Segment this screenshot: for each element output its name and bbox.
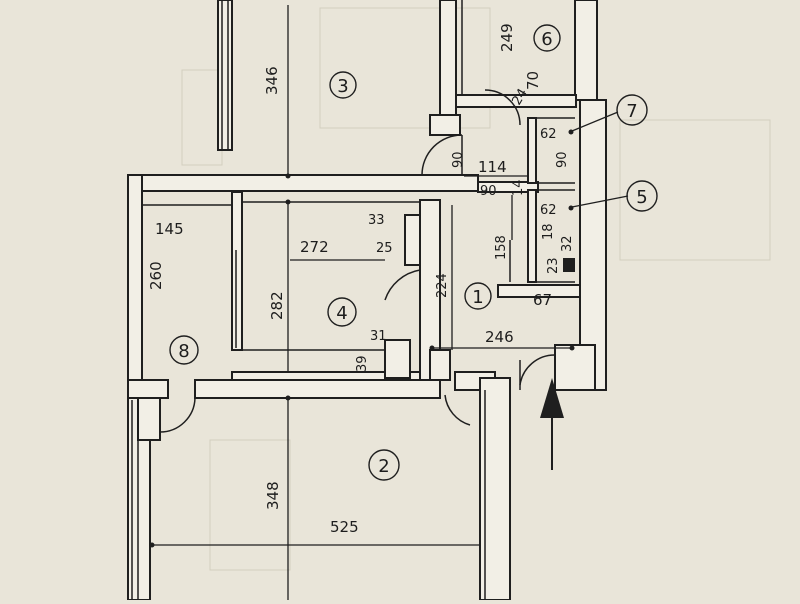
dim-label-23: 23 (546, 257, 561, 274)
dim-label-348: 348 (264, 481, 282, 510)
entrance-arrow-icon (540, 378, 564, 470)
dimension-labels: 346 249 70 24 62 90 114 90 90 14 62 145 … (147, 23, 575, 536)
wall-segment (527, 117, 537, 184)
room-8-circle (169, 335, 199, 365)
room-number-7: 7 (626, 101, 637, 122)
dim-label-525: 525 (330, 518, 359, 536)
dim-label-25: 25 (376, 241, 393, 256)
dim-label-346: 346 (263, 66, 281, 95)
room-number-1: 1 (472, 287, 483, 308)
wall-segment (497, 284, 581, 298)
room-number-5: 5 (636, 187, 647, 208)
dim-label-90-b: 90 (555, 151, 570, 168)
dim-label-62-mid: 62 (540, 203, 557, 218)
dim-label-31: 31 (370, 329, 387, 344)
background-artifacts (181, 7, 771, 571)
door-swing (484, 89, 521, 126)
door-swing (159, 397, 196, 433)
dim-label-67: 67 (533, 291, 552, 309)
dim-label-24: 24 (509, 86, 530, 108)
wall-segment (439, 0, 457, 116)
wall-segment (554, 344, 596, 391)
room-7-circle (616, 94, 648, 126)
walls (127, 0, 607, 601)
wall-segment (127, 379, 169, 399)
room-5-circle (626, 180, 658, 212)
room-number-8: 8 (178, 341, 189, 362)
dim-label-32: 32 (560, 235, 575, 252)
dim-label-145: 145 (155, 220, 184, 238)
dim-label-39: 39 (355, 355, 370, 372)
door-swing (384, 269, 421, 301)
room-number-4: 4 (336, 303, 347, 324)
dim-label-224: 224 (435, 273, 450, 298)
wall-segment (455, 94, 577, 108)
dimension-lines (152, 5, 572, 600)
wall-segment (477, 181, 539, 193)
room-3-circle (329, 71, 357, 99)
dim-label-249: 249 (498, 23, 516, 52)
wall-segment (194, 379, 441, 399)
wall-segment (384, 339, 411, 379)
room-number-2: 2 (378, 456, 389, 477)
door-swing (519, 354, 556, 386)
dim-label-14: 14 (511, 179, 526, 196)
room-number-6: 6 (541, 29, 552, 50)
wall-segment (231, 191, 243, 351)
wall-segment (579, 99, 607, 391)
dim-label-246: 246 (485, 328, 514, 346)
room-1-circle (464, 282, 492, 310)
dim-label-282: 282 (268, 291, 286, 320)
dim-label-18: 18 (541, 223, 556, 240)
wall-segment (429, 349, 451, 381)
dimension-dots (149, 129, 575, 548)
wall-segment (127, 174, 143, 386)
wall-segment (127, 174, 479, 192)
partitions (131, 0, 575, 600)
wall-segment (574, 0, 598, 101)
room-4-circle (327, 297, 357, 327)
wall-segment (429, 114, 461, 136)
dim-label-158: 158 (494, 235, 509, 260)
room-number-3: 3 (337, 76, 348, 97)
leader-lines (571, 111, 629, 208)
wall-segment (527, 189, 537, 283)
room-2-circle (368, 449, 400, 481)
room-numbers: 3 6 7 5 1 4 8 2 (178, 29, 647, 477)
stove-icon (563, 258, 575, 272)
dim-label-114: 114 (478, 158, 507, 176)
dim-label-70: 70 (524, 71, 542, 90)
door-swing (444, 394, 471, 426)
door-swing (421, 134, 463, 176)
dim-label-90-a: 90 (451, 151, 466, 168)
dim-label-272: 272 (300, 238, 329, 256)
dim-label-260: 260 (147, 261, 165, 290)
dim-label-90-c: 90 (480, 184, 497, 199)
wall-segment (217, 0, 233, 151)
doors (159, 89, 556, 433)
dim-label-33: 33 (368, 213, 385, 228)
dim-label-62-top: 62 (540, 127, 557, 142)
room-markers (169, 24, 658, 481)
room-6-circle (533, 24, 561, 52)
